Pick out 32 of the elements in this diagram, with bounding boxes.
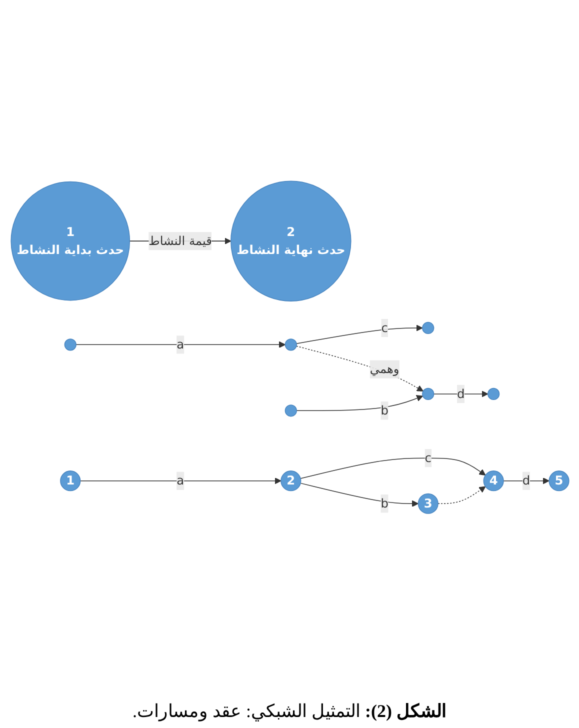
edge-label: وهمي	[369, 361, 399, 376]
node-circle: 5	[548, 470, 569, 491]
arrow	[75, 341, 286, 348]
arrow	[502, 477, 549, 484]
arrow	[296, 324, 422, 344]
node-circle: 4	[482, 470, 504, 491]
edge-label: d	[456, 386, 464, 400]
arrow	[300, 457, 486, 479]
node-circle	[422, 388, 434, 400]
node-circle: 1	[60, 470, 80, 491]
node-circle	[284, 404, 296, 416]
node-circle: 3	[417, 493, 438, 514]
arrow	[296, 345, 423, 392]
node-circle	[64, 338, 76, 350]
edge-label: c	[424, 450, 431, 465]
arrow	[437, 486, 486, 504]
node-circle	[487, 388, 500, 400]
arrow	[300, 482, 418, 507]
edge-label: a	[176, 336, 184, 352]
node-circle: 2	[280, 470, 301, 491]
edge-label: b	[380, 402, 388, 418]
edge-label: b	[380, 496, 388, 510]
edge-label: a	[176, 472, 184, 488]
edge-label: d	[522, 472, 530, 488]
arrow	[296, 394, 423, 411]
arrow	[79, 477, 281, 484]
figure-caption: الشكل (2): التمثيل الشبكي: عقد ومسارات.	[131, 700, 448, 724]
arrow	[432, 390, 488, 397]
node-circle	[284, 338, 296, 350]
edge-label: قيمة النشاط	[148, 233, 212, 248]
edge-label: c	[380, 320, 388, 334]
node-circle	[422, 322, 434, 334]
